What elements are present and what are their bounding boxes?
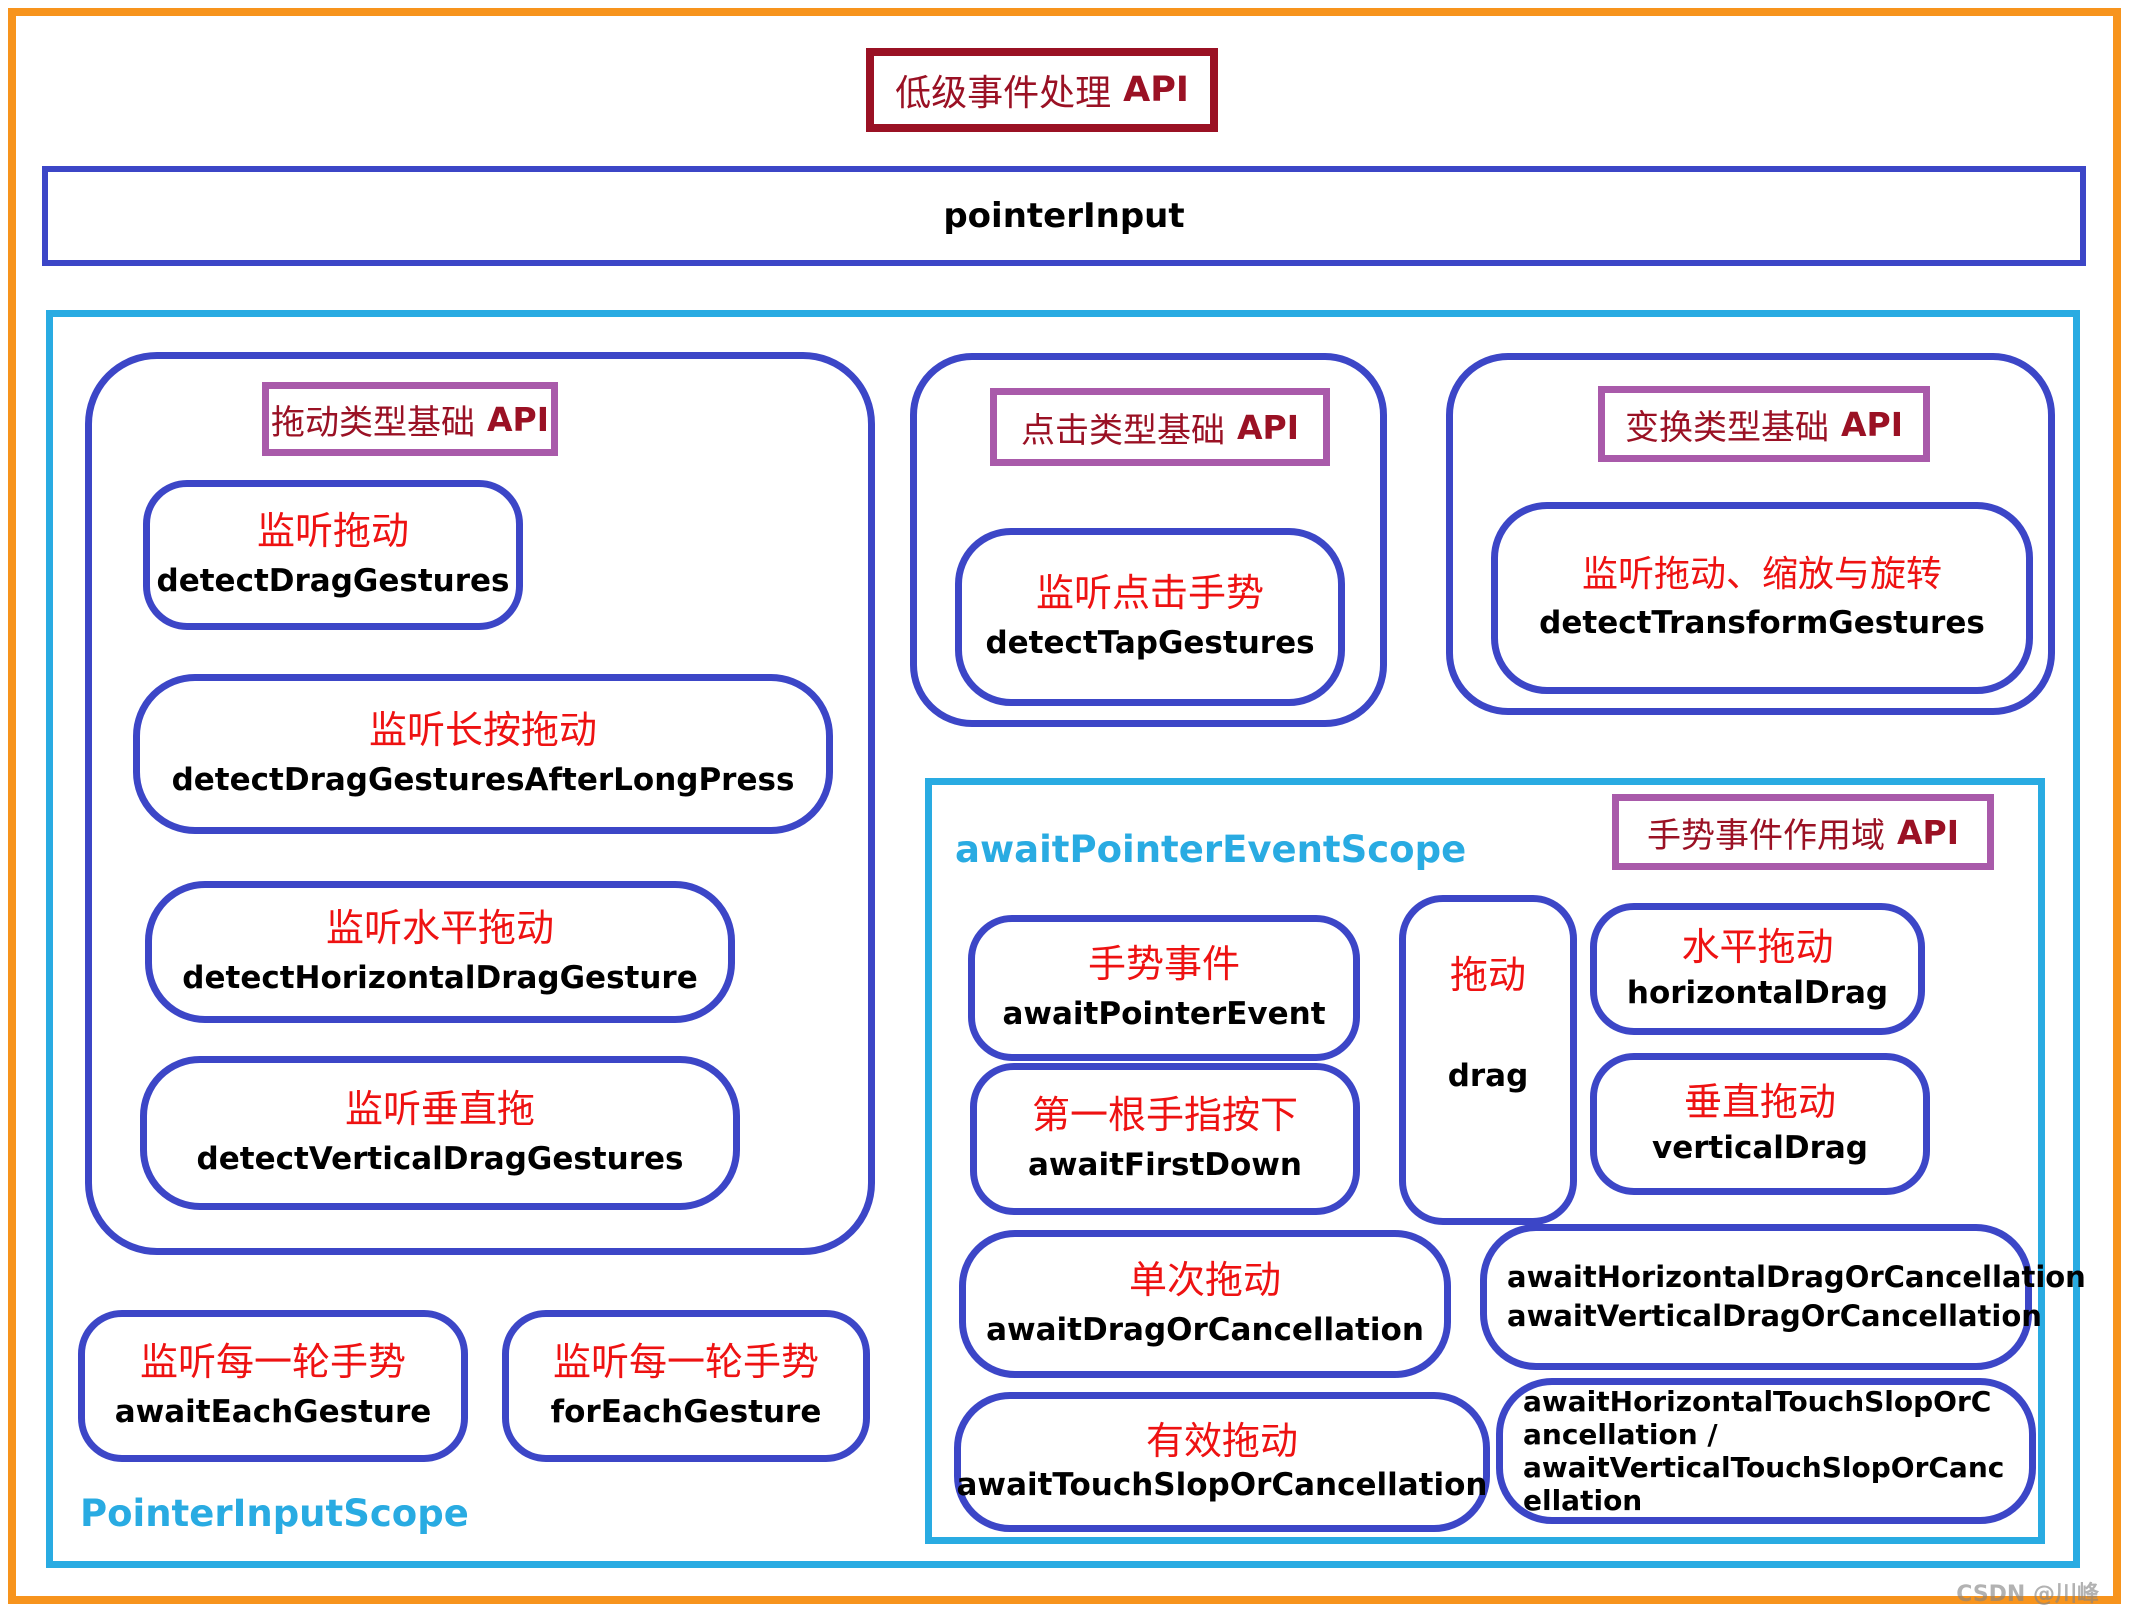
- await-pointer-event-scope-label: awaitPointerEventScope: [955, 828, 1467, 871]
- pointer-input-label: pointerInput: [943, 195, 1185, 236]
- pointer-input-box: pointerInput: [42, 166, 2086, 266]
- await-vertical-drag-or-cancellation-code: awaitVerticalDragOrCancellation: [1507, 1299, 2042, 1333]
- await-each-gesture-box: 监听每一轮手势 awaitEachGesture: [78, 1310, 468, 1462]
- await-first-down-code: awaitFirstDown: [1027, 1147, 1303, 1184]
- horizontal-drag-code: horizontalDrag: [1626, 975, 1889, 1012]
- tap-api-title-api: API: [1236, 407, 1299, 447]
- await-drag-or-cancellation-zh: 单次拖动: [1128, 1257, 1281, 1302]
- detect-transform-gestures-code: detectTransformGestures: [1539, 605, 1985, 642]
- await-drag-or-cancellation-box: 单次拖动 awaitDragOrCancellation: [959, 1230, 1451, 1378]
- horizontal-drag-zh: 水平拖动: [1681, 924, 1834, 969]
- await-first-down-zh: 第一根手指按下: [1031, 1092, 1298, 1137]
- detect-horizontal-drag-code: detectHorizontalDragGesture: [182, 960, 698, 997]
- vertical-drag-code: verticalDrag: [1651, 1130, 1869, 1167]
- await-pointer-event-zh: 手势事件: [1087, 941, 1240, 986]
- transform-api-title-box: 变换类型基础 API: [1598, 386, 1930, 462]
- await-hv-drag-or-cancellation-box: awaitHorizontalDragOrCancellation awaitV…: [1480, 1224, 2086, 1370]
- await-first-down-box: 第一根手指按下 awaitFirstDown: [970, 1063, 1360, 1215]
- tap-api-title-zh: 点击类型基础: [1020, 410, 1225, 451]
- detect-horizontal-drag-box: 监听水平拖动 detectHorizontalDragGesture: [145, 881, 735, 1023]
- for-each-gesture-code: forEachGesture: [550, 1394, 822, 1431]
- vertical-drag-zh: 垂直拖动: [1683, 1079, 1836, 1124]
- detect-drag-after-long-press-code: detectDragGesturesAfterLongPress: [171, 762, 795, 799]
- await-each-gesture-zh: 监听每一轮手势: [139, 1339, 406, 1384]
- outer-orange-frame: [8, 8, 2121, 1604]
- detect-transform-gestures-zh: 监听拖动、缩放与旋转: [1581, 553, 1942, 595]
- diagram-title-zh: 低级事件处理: [895, 73, 1112, 114]
- await-pointer-event-code: awaitPointerEvent: [1002, 996, 1326, 1033]
- detect-vertical-drag-code: detectVerticalDragGestures: [196, 1141, 684, 1178]
- detect-tap-gestures-code: detectTapGestures: [985, 625, 1315, 662]
- detect-drag-gestures-code: detectDragGestures: [156, 563, 510, 600]
- await-hv-touch-slop-or-cancellation-box: awaitHorizontalTouchSlopOrCancellation /…: [1496, 1378, 2036, 1524]
- drag-box: 拖动 drag: [1399, 895, 1577, 1225]
- pointer-input-scope-label: PointerInputScope: [80, 1492, 469, 1535]
- detect-horizontal-drag-zh: 监听水平拖动: [325, 905, 554, 950]
- detect-tap-gestures-box: 监听点击手势 detectTapGestures: [955, 528, 1345, 706]
- transform-api-title-zh: 变换类型基础: [1624, 407, 1829, 448]
- await-drag-or-cancellation-code: awaitDragOrCancellation: [986, 1312, 1424, 1349]
- gesture-scope-title-zh: 手势事件作用域: [1646, 815, 1885, 856]
- csdn-watermark: CSDN @川峰: [1956, 1582, 2099, 1607]
- diagram-title-api: API: [1123, 70, 1189, 110]
- gesture-scope-title-api: API: [1896, 812, 1959, 852]
- diagram-title-box: 低级事件处理 API: [866, 48, 1218, 132]
- await-touch-slop-zh: 有效拖动: [1145, 1418, 1298, 1463]
- gesture-scope-title-box: 手势事件作用域 API: [1612, 794, 1994, 870]
- detect-tap-gestures-zh: 监听点击手势: [1035, 570, 1264, 615]
- await-horizontal-touch-slop-code: awaitHorizontalTouchSlopOrCancellation /: [1523, 1384, 1992, 1451]
- await-pointer-event-box: 手势事件 awaitPointerEvent: [968, 915, 1360, 1061]
- detect-vertical-drag-zh: 监听垂直拖: [344, 1086, 535, 1131]
- drag-api-title-api: API: [486, 399, 549, 439]
- drag-api-title-box: 拖动类型基础 API: [262, 382, 558, 456]
- drag-api-title-zh: 拖动类型基础: [270, 402, 475, 443]
- for-each-gesture-zh: 监听每一轮手势: [552, 1339, 819, 1384]
- horizontal-drag-box: 水平拖动 horizontalDrag: [1590, 903, 1925, 1035]
- tap-api-title-box: 点击类型基础 API: [990, 388, 1330, 466]
- transform-api-title-api: API: [1840, 404, 1903, 444]
- await-each-gesture-code: awaitEachGesture: [114, 1394, 432, 1431]
- detect-vertical-drag-box: 监听垂直拖 detectVerticalDragGestures: [140, 1056, 740, 1210]
- detect-transform-gestures-box: 监听拖动、缩放与旋转 detectTransformGestures: [1491, 502, 2033, 694]
- await-horizontal-drag-or-cancellation-code: awaitHorizontalDragOrCancellation: [1507, 1260, 2086, 1295]
- vertical-drag-box: 垂直拖动 verticalDrag: [1590, 1053, 1930, 1195]
- drag-code: drag: [1447, 1057, 1529, 1094]
- await-vertical-touch-slop-code: awaitVerticalTouchSlopOrCancellation: [1523, 1451, 2005, 1518]
- detect-drag-after-long-press-zh: 监听长按拖动: [368, 707, 597, 752]
- for-each-gesture-box: 监听每一轮手势 forEachGesture: [502, 1310, 870, 1462]
- detect-drag-gestures-box: 监听拖动 detectDragGestures: [143, 480, 523, 630]
- drag-zh: 拖动: [1449, 953, 1526, 997]
- await-touch-slop-or-cancellation-box: 有效拖动 awaitTouchSlopOrCancellation: [954, 1392, 1490, 1532]
- detect-drag-after-long-press-box: 监听长按拖动 detectDragGesturesAfterLongPress: [133, 674, 833, 834]
- detect-drag-gestures-zh: 监听拖动: [256, 508, 409, 553]
- await-touch-slop-code: awaitTouchSlopOrCancellation: [956, 1467, 1488, 1504]
